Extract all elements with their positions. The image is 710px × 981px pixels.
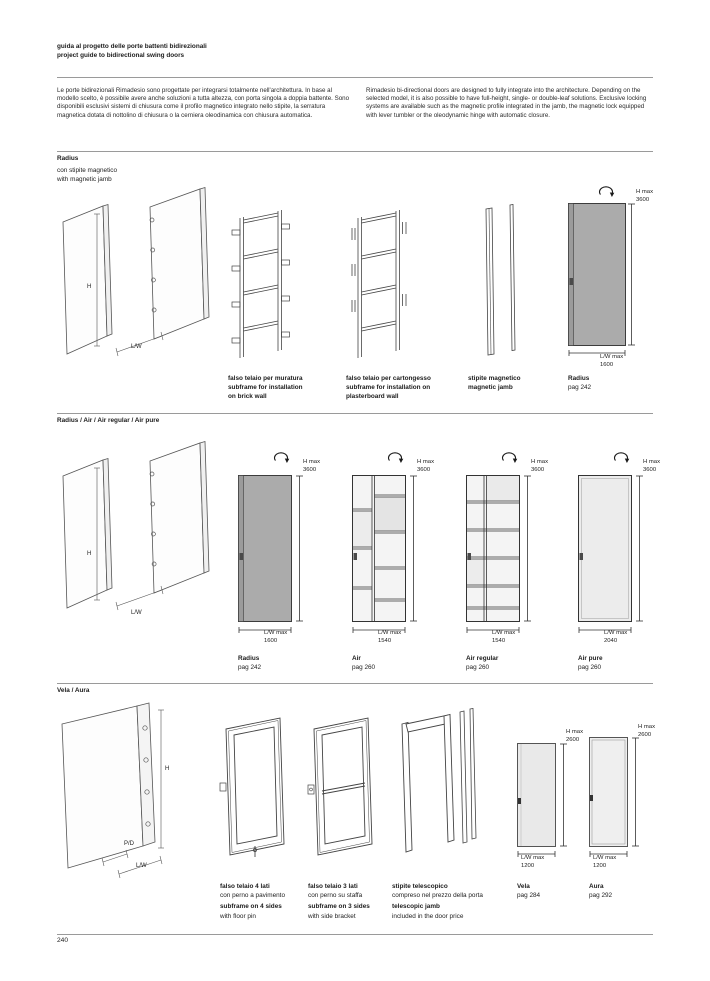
height-dimension-line <box>524 475 531 622</box>
vela-h-max: H max 2600 <box>566 729 584 743</box>
radius-model-lw-max: L/W max 1600 <box>264 630 288 644</box>
height-dimension-line <box>296 475 303 622</box>
subframe-3-sides-drawing <box>307 717 373 856</box>
air-caption: Air pag 260 <box>352 655 376 672</box>
page-title-en: project guide to bidirectional swing doo… <box>57 51 185 59</box>
radius-caption: Radius pag 242 <box>568 375 592 392</box>
aura-caption: Aura pag 292 <box>589 883 613 900</box>
air-regular-lw-max: L/W max 1540 <box>492 630 516 644</box>
air-pure-lw-max: L/W max 2040 <box>604 630 628 644</box>
models-isometric-drawing <box>62 440 210 611</box>
vela-door-drawing <box>517 743 556 847</box>
width-dimension-line <box>466 627 520 633</box>
air-regular-caption: Air regular pag 260 <box>466 655 499 672</box>
subframe-plasterboard-drawing <box>351 210 407 358</box>
section-vela-aura-divider <box>57 683 653 684</box>
radius-isometric-drawing <box>62 186 210 357</box>
width-dimension-line <box>238 627 292 633</box>
subframe-brick-drawing <box>231 210 290 358</box>
rotation-arrow-icon <box>598 186 615 197</box>
height-dimension-line <box>410 475 417 622</box>
models-iso-width-label: L/W <box>131 610 142 616</box>
subframe-4-sides-caption: falso telaio 4 lati con perno a paviment… <box>220 883 286 920</box>
section-radius-subtitle-en: with magnetic jamb <box>57 175 112 183</box>
height-dimension-line <box>628 203 635 346</box>
height-dimension-line <box>560 743 567 847</box>
width-dimension-line <box>578 627 632 633</box>
vela-aura-isometric-drawing <box>61 702 164 879</box>
width-dimension-line <box>352 627 406 633</box>
subframe-plasterboard-caption: falso telaio per cartongesso subframe fo… <box>346 375 431 401</box>
aura-door-drawing <box>589 737 628 847</box>
vela-caption: Vela pag 284 <box>517 883 541 900</box>
vela-aura-iso-depth-label: P/D <box>124 841 135 847</box>
air-door-drawing <box>352 475 406 622</box>
page-number: 240 <box>57 937 69 944</box>
air-lw-max: L/W max 1540 <box>378 630 402 644</box>
radius-model-h-max: H max 3600 <box>303 459 321 473</box>
radius-model-door-drawing <box>238 475 292 622</box>
air-pure-caption: Air pure pag 260 <box>578 655 603 672</box>
aura-h-max: H max 2600 <box>638 724 656 738</box>
subframe-4-sides-drawing <box>219 717 285 857</box>
section-radius-title: Radius <box>57 155 79 162</box>
telescopic-jamb-caption: stipite telescopico compreso nel prezzo … <box>392 883 483 920</box>
magnetic-jamb-drawing <box>485 204 516 356</box>
width-dimension-line <box>589 851 628 857</box>
section-models-divider <box>57 413 653 414</box>
rotation-arrow-icon <box>273 452 290 463</box>
width-dimension-line <box>517 851 556 857</box>
width-dimension-line <box>568 350 626 356</box>
telescopic-jamb-drawing <box>401 708 477 853</box>
radius-lw-max-dimension: L/W max 1600 <box>600 354 624 368</box>
section-vela-aura-title: Vela / Aura <box>57 687 90 694</box>
magnetic-jamb-caption: stipite magnetico magnetic jamb <box>468 375 521 392</box>
rotation-arrow-icon <box>613 452 630 463</box>
section-radius-subtitle-it: con stipite magnetico <box>57 167 118 174</box>
radius-model-caption: Radius pag 242 <box>238 655 262 672</box>
header-divider <box>57 77 653 78</box>
height-dimension-line <box>632 737 639 847</box>
footer-divider <box>57 934 653 935</box>
intro-paragraph-it: Le porte bidirezionali Rimadesio sono pr… <box>57 87 350 119</box>
section-models-title: Radius / Air / Air regular / Air pure <box>57 417 160 424</box>
vela-lw-max: L/W max 1200 <box>521 855 545 869</box>
height-dimension-line <box>636 475 643 622</box>
subframe-brick-caption: falso telaio per muratura subframe for i… <box>228 375 303 401</box>
section-radius-subtitle: con stipite magnetico with magnetic jamb <box>57 167 117 184</box>
radius-iso-width-label: L/W <box>131 344 142 350</box>
page-title: guida al progetto delle porte battenti b… <box>57 43 207 60</box>
radius-h-max-dimension: H max 3600 <box>636 189 654 203</box>
vela-aura-iso-height-label: H <box>165 766 170 772</box>
rotation-arrow-icon <box>501 452 518 463</box>
subframe-3-sides-caption: falso telaio 3 lati con perno su staffa … <box>308 883 370 920</box>
models-iso-height-label: H <box>87 551 92 557</box>
air-regular-h-max: H max 3600 <box>531 459 549 473</box>
air-pure-door-drawing <box>578 475 632 622</box>
air-pure-h-max: H max 3600 <box>643 459 661 473</box>
intro-paragraph-en: Rimadesio bi-directional doors are desig… <box>366 87 647 119</box>
section-radius-divider <box>57 151 653 152</box>
air-regular-door-drawing <box>466 475 520 622</box>
air-h-max: H max 3600 <box>417 459 435 473</box>
rotation-arrow-icon <box>387 452 404 463</box>
radius-iso-height-label: H <box>87 284 92 290</box>
aura-lw-max: L/W max 1200 <box>593 855 617 869</box>
page-title-it: guida al progetto delle porte battenti b… <box>57 43 207 50</box>
vela-aura-iso-width-label: L/W <box>136 863 147 869</box>
radius-door-drawing <box>568 203 626 346</box>
